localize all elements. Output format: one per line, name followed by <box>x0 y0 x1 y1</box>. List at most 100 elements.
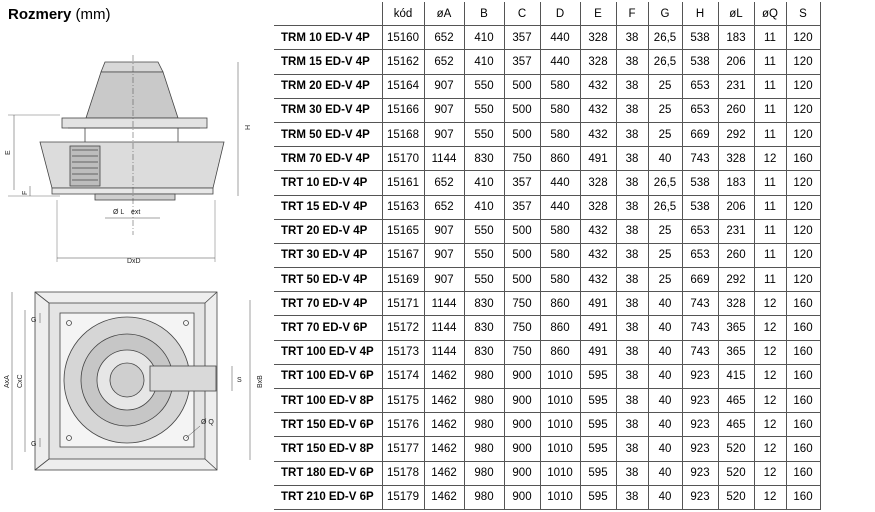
model-name-cell: TRT 100 ED-V 6P <box>274 363 383 390</box>
table-cell: 160 <box>785 339 821 365</box>
table-cell: 900 <box>503 387 541 414</box>
model-name-cell: TRM 70 ED-V 4P <box>274 146 383 172</box>
table-cell: 160 <box>785 412 821 438</box>
table-cell: 120 <box>785 170 821 196</box>
table-cell: 550 <box>463 218 505 244</box>
table-cell: 980 <box>463 460 505 486</box>
table-cell: 900 <box>503 484 541 510</box>
table-cell: 40 <box>647 484 683 510</box>
model-name-cell: TRM 20 ED-V 4P <box>274 73 383 99</box>
table-cell: 357 <box>503 194 541 220</box>
column-header: kód <box>381 2 425 27</box>
table-cell: 38 <box>615 412 649 438</box>
table-cell: 183 <box>717 170 755 196</box>
title-bold: Rozmery <box>8 6 72 23</box>
table-cell: 365 <box>717 339 755 365</box>
table-cell: 12 <box>753 291 787 317</box>
table-cell: 1010 <box>539 460 581 486</box>
table-cell: 743 <box>681 339 719 365</box>
model-name-cell: TRT 50 ED-V 4P <box>274 267 383 293</box>
model-name-cell: TRT 100 ED-V 4P <box>274 339 383 365</box>
table-cell: 12 <box>753 146 787 172</box>
table-cell: 15162 <box>381 49 425 75</box>
table-cell: 120 <box>785 194 821 220</box>
column-header: H <box>681 2 719 27</box>
table-cell: 465 <box>717 387 755 414</box>
table-cell: 830 <box>463 315 505 341</box>
table-cell: 1462 <box>423 363 465 390</box>
table-cell: 830 <box>463 339 505 365</box>
table-cell: 432 <box>579 218 617 244</box>
table-cell: 491 <box>579 315 617 341</box>
table-cell: 980 <box>463 363 505 390</box>
table-cell: 980 <box>463 436 505 462</box>
page-title: Rozmery (mm) <box>8 6 111 23</box>
table-cell: 491 <box>579 146 617 172</box>
table-cell: 25 <box>647 242 683 269</box>
table-cell: 907 <box>423 242 465 269</box>
table-cell: 25 <box>647 267 683 293</box>
table-cell: 15167 <box>381 242 425 269</box>
table-cell: 907 <box>423 267 465 293</box>
table-cell: 900 <box>503 412 541 438</box>
title-unit: (mm) <box>75 6 111 23</box>
table-cell: 12 <box>753 436 787 462</box>
table-cell: 500 <box>503 97 541 123</box>
table-cell: 432 <box>579 121 617 148</box>
table-cell: 120 <box>785 97 821 123</box>
table-cell: 160 <box>785 291 821 317</box>
table-cell: 465 <box>717 412 755 438</box>
table-cell: 923 <box>681 412 719 438</box>
table-cell: 669 <box>681 267 719 293</box>
table-cell: 410 <box>463 49 505 75</box>
table-cell: 357 <box>503 170 541 196</box>
table-cell: 595 <box>579 387 617 414</box>
table-cell: 231 <box>717 218 755 244</box>
table-cell: 860 <box>539 146 581 172</box>
table-cell: 328 <box>717 146 755 172</box>
table-cell: 653 <box>681 73 719 99</box>
table-cell: 38 <box>615 460 649 486</box>
table-cell: 907 <box>423 73 465 99</box>
table-cell: 15179 <box>381 484 425 510</box>
dim-label-ext: ext <box>131 209 140 216</box>
dim-label-ol: Ø L <box>113 209 124 216</box>
table-cell: 38 <box>615 73 649 99</box>
table-cell: 15164 <box>381 73 425 99</box>
table-cell: 365 <box>717 315 755 341</box>
table-cell: 260 <box>717 97 755 123</box>
table-cell: 15160 <box>381 25 425 51</box>
table-cell: 900 <box>503 363 541 390</box>
table-cell: 550 <box>463 97 505 123</box>
table-cell: 357 <box>503 49 541 75</box>
table-cell: 580 <box>539 267 581 293</box>
table-cell: 750 <box>503 291 541 317</box>
table-cell: 40 <box>647 436 683 462</box>
table-cell: 11 <box>753 121 787 148</box>
column-header: B <box>463 2 505 27</box>
table-cell: 25 <box>647 218 683 244</box>
table-cell: 538 <box>681 49 719 75</box>
table-cell: 12 <box>753 315 787 341</box>
table-cell: 653 <box>681 97 719 123</box>
table-cell: 160 <box>785 387 821 414</box>
table-cell: 292 <box>717 121 755 148</box>
table-cell: 580 <box>539 242 581 269</box>
column-header: øL <box>717 2 755 27</box>
table-cell: 160 <box>785 315 821 341</box>
table-cell: 38 <box>615 218 649 244</box>
table-cell: 15163 <box>381 194 425 220</box>
table-cell: 520 <box>717 436 755 462</box>
column-header: øA <box>423 2 465 27</box>
table-cell: 38 <box>615 146 649 172</box>
